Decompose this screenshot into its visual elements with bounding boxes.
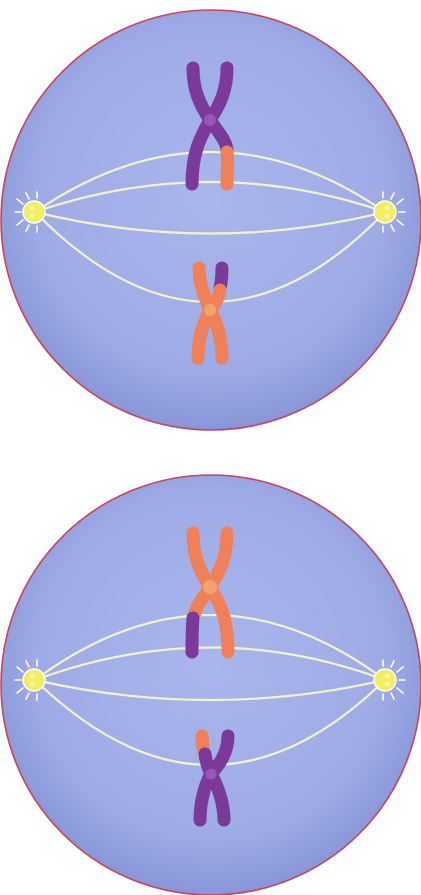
centrosome-left: [14, 191, 46, 233]
spindle-fibers: [34, 614, 386, 767]
centrosome-right: [373, 191, 406, 233]
upper-cell: [0, 9, 421, 431]
centrosome-right: [373, 659, 406, 701]
cell-membrane: [0, 9, 421, 431]
chromosome-upper-bottom: [191, 261, 229, 365]
chromosome-lower-top: [185, 526, 235, 659]
chromosome-upper-top: [185, 61, 234, 191]
lower-cell: [0, 474, 421, 895]
chromosome-lower-bottom: [193, 729, 235, 827]
cell-membrane: [0, 474, 421, 895]
centrosome-left: [14, 659, 46, 701]
